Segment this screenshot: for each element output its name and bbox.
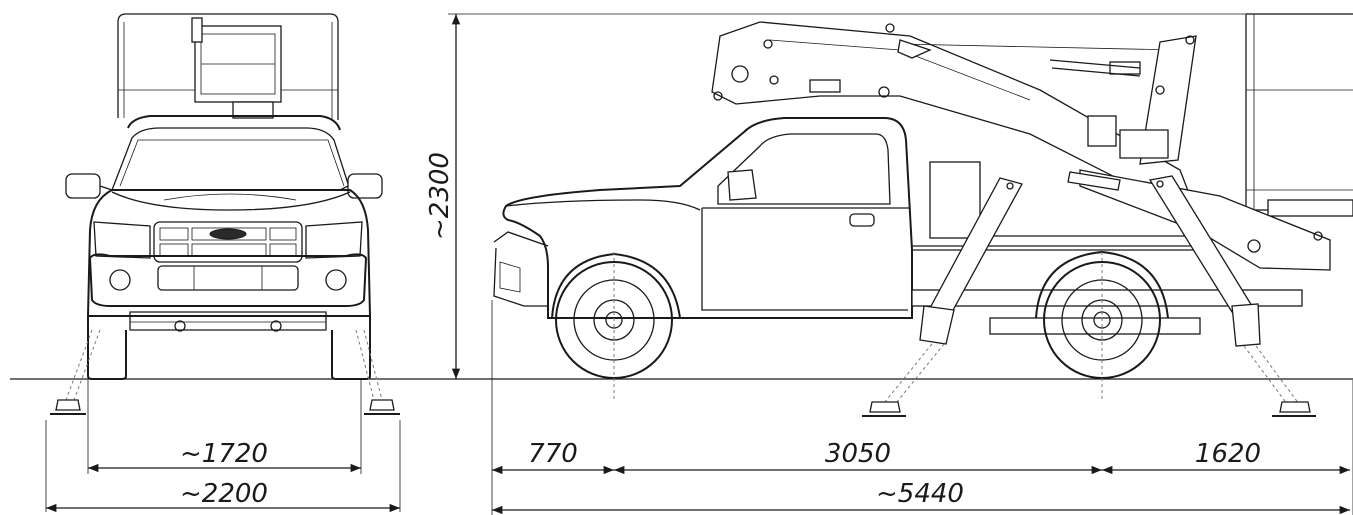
front-view-truck xyxy=(50,13,400,415)
side-view-truck xyxy=(493,13,1353,417)
wheelbase-label: 3050 xyxy=(825,439,891,469)
height-dimension-lines xyxy=(448,13,1245,379)
side-dimension-lines xyxy=(491,300,1353,515)
height-label: ~2300 xyxy=(425,152,455,240)
rear-overhang-label: 1620 xyxy=(1195,439,1261,469)
front-track-label: ~1720 xyxy=(180,439,268,469)
front-dimension-lines xyxy=(45,380,401,513)
front-overhang-label: 770 xyxy=(528,439,578,469)
overall-length-label: ~5440 xyxy=(876,479,964,509)
front-outrigger-span-label: ~2200 xyxy=(180,479,268,509)
